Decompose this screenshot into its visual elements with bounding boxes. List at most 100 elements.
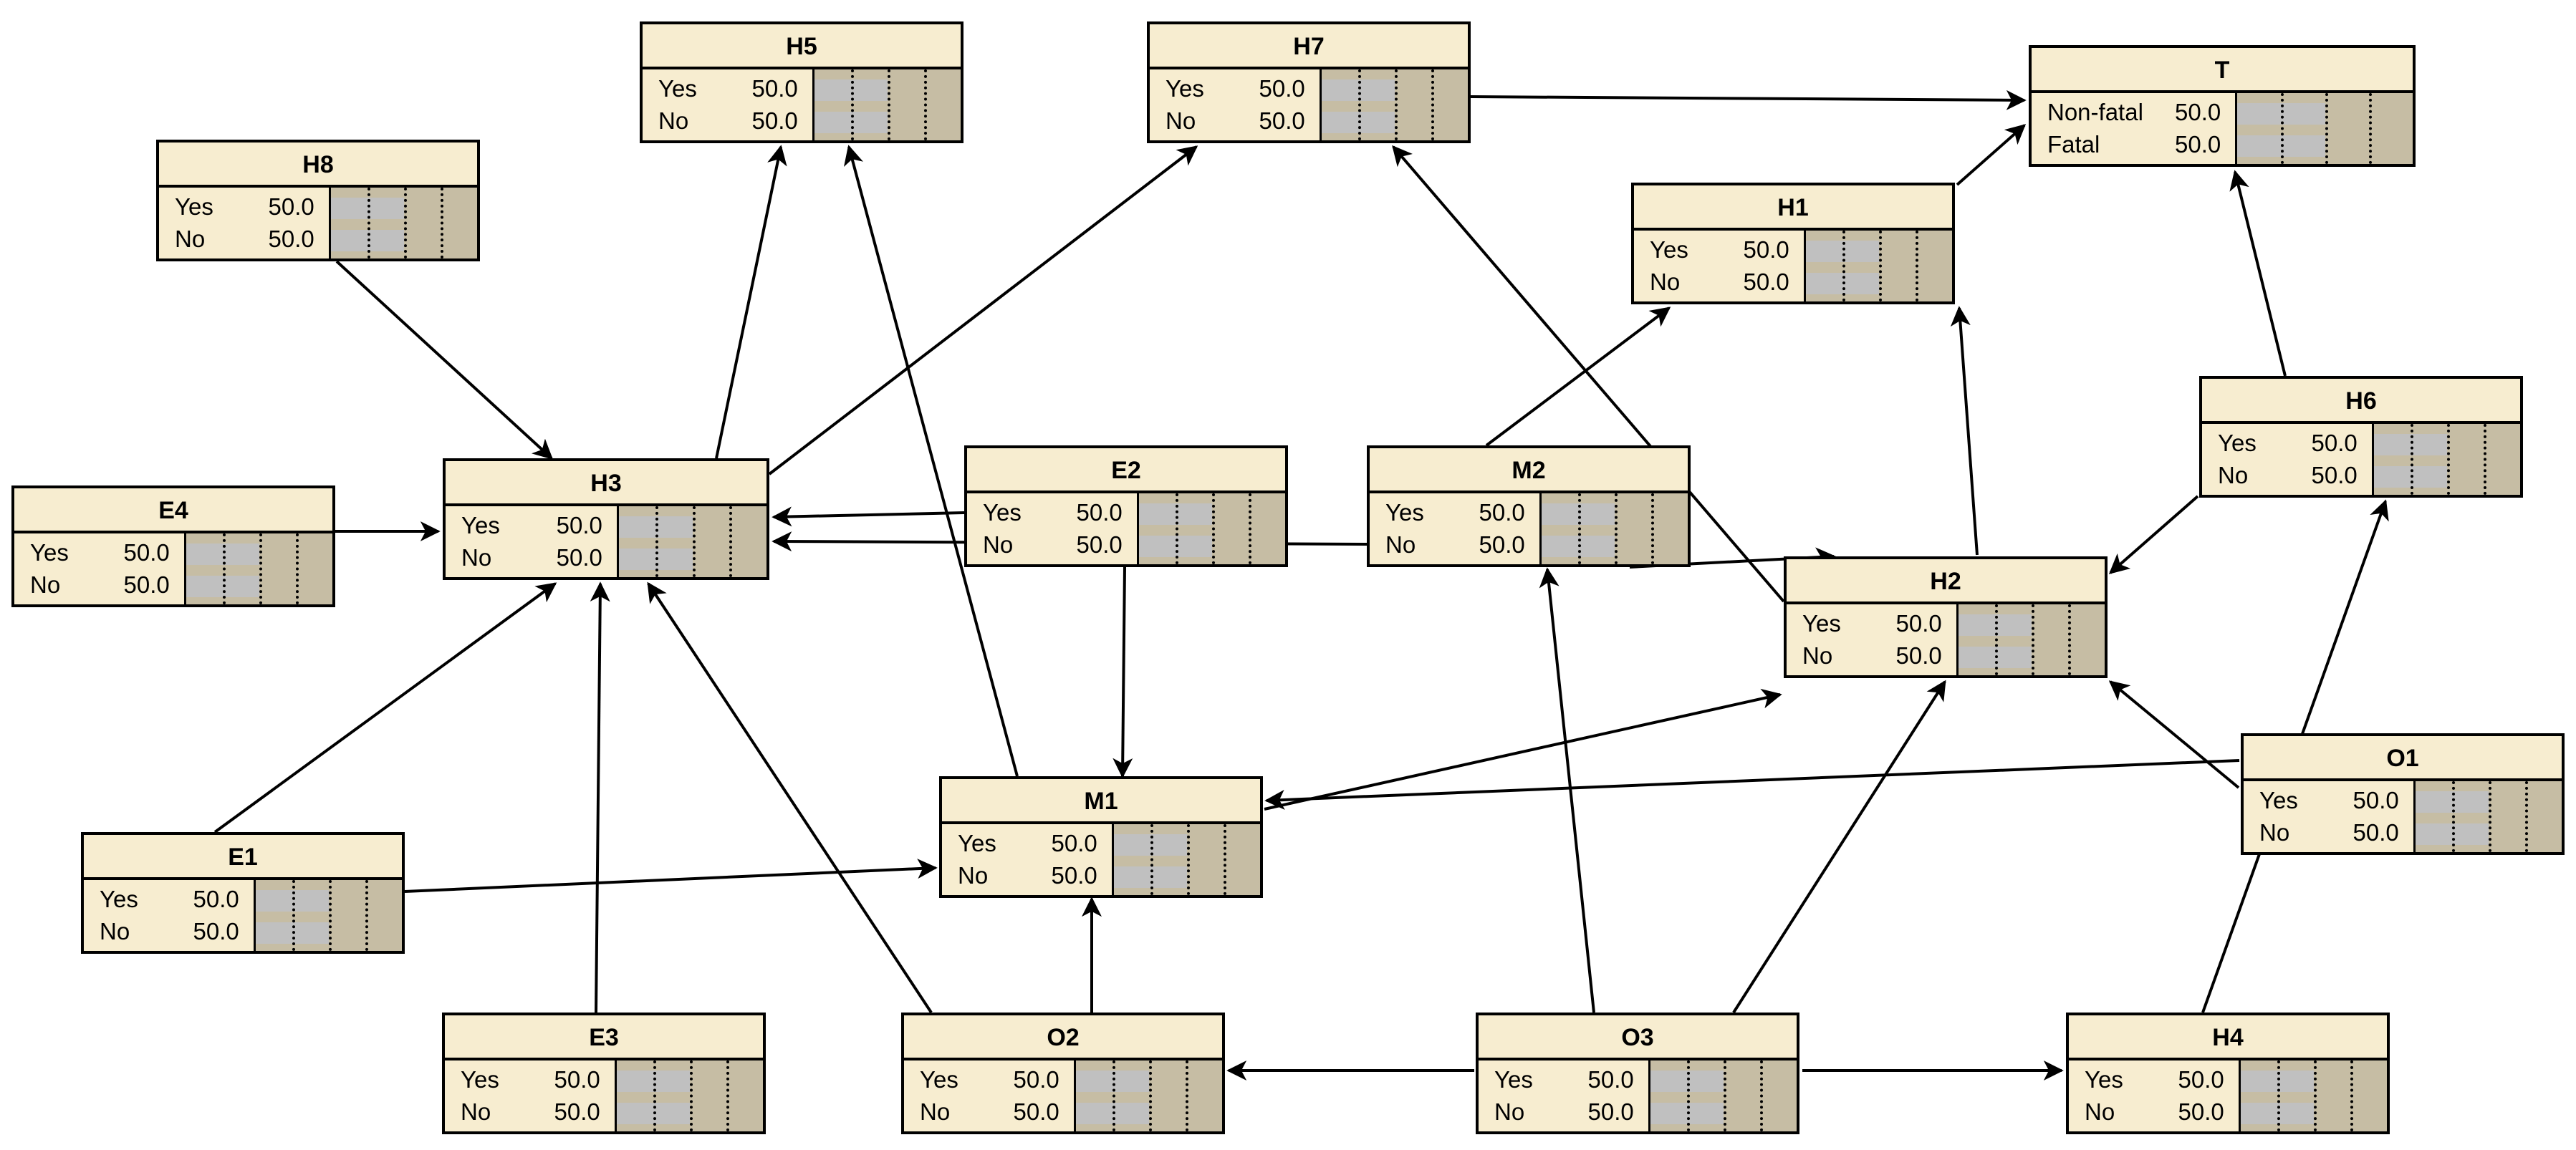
- state-label: Yes: [1385, 499, 1424, 526]
- state-value: 50.0: [1051, 862, 1097, 889]
- node-title: O2: [904, 1015, 1222, 1060]
- state-label: Yes: [1650, 236, 1688, 263]
- state-label: Yes: [30, 539, 69, 566]
- edge-e3-to-h3: [590, 581, 610, 1013]
- gridline-75: [1915, 231, 1918, 301]
- gridline-25: [1175, 493, 1178, 564]
- edge-e2-to-h3: [772, 506, 965, 527]
- state-label: Yes: [658, 75, 697, 102]
- gridline-50: [692, 506, 696, 577]
- probability-bar-chart: [1113, 824, 1260, 895]
- gridline-75: [1248, 493, 1251, 564]
- state-value: 50.0: [268, 226, 314, 252]
- gridline-25: [2277, 1060, 2280, 1131]
- state-value: 50.0: [2175, 99, 2221, 125]
- gridline-50: [887, 69, 890, 140]
- gridline-75: [2368, 93, 2372, 164]
- edge-e1-to-m1: [404, 859, 938, 893]
- probability-bar-chart: [2415, 781, 2562, 852]
- state-value: 50.0: [1259, 75, 1305, 102]
- node-title: H1: [1634, 185, 1952, 231]
- probability-bar-chart: [2240, 1060, 2387, 1131]
- state-label: No: [1650, 269, 1681, 295]
- probability-bar-chart: [255, 880, 402, 951]
- gridline-75: [923, 69, 927, 140]
- edge-h1-to-t: [1956, 124, 2027, 186]
- edge-m1-to-h2: [1264, 688, 1782, 811]
- state-row: Yes 50.0: [445, 1063, 615, 1096]
- gridline-25: [222, 533, 226, 604]
- state-value: 50.0: [1051, 830, 1097, 856]
- edge-h6-to-t: [2229, 170, 2287, 377]
- state-value: 50.0: [1587, 1098, 1634, 1125]
- state-value: 50.0: [1587, 1066, 1634, 1093]
- gridline-50: [259, 533, 262, 604]
- state-label: No: [983, 531, 1014, 558]
- gridline-50: [2446, 424, 2450, 495]
- gridline-75: [2067, 604, 2071, 675]
- node-title: H3: [446, 461, 766, 506]
- node-title: E1: [84, 835, 402, 880]
- probability-bar-chart: [330, 188, 477, 258]
- probability-bar-chart: [186, 533, 332, 604]
- node-title: H8: [159, 142, 477, 188]
- gridline-25: [2281, 93, 2284, 164]
- state-value: 50.0: [2311, 430, 2358, 456]
- node-title: H2: [1787, 559, 2105, 604]
- state-value: 50.0: [554, 1066, 600, 1093]
- edge-h6-to-h2: [2108, 495, 2199, 574]
- state-label: No: [2259, 819, 2290, 846]
- state-label: Yes: [461, 1066, 499, 1093]
- probability-bar-chart: [814, 69, 961, 140]
- gridline-75: [2524, 781, 2528, 852]
- state-label: Non-fatal: [2047, 99, 2143, 125]
